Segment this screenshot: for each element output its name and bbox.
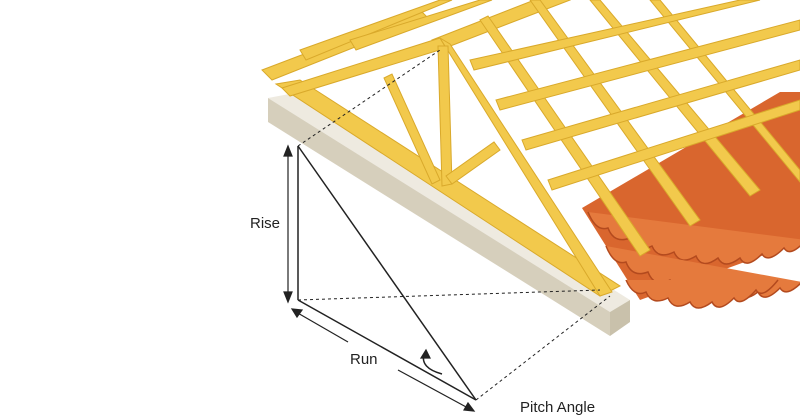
pitch-triangle [297, 145, 477, 401]
run-arrow-line-right [397, 369, 469, 409]
tile-row-1 [587, 211, 800, 265]
gable-rafter-right [439, 37, 613, 297]
purlin-2 [349, 0, 493, 51]
pitch-angle-label: Pitch Angle [520, 399, 595, 416]
run-arrow-head-left [290, 308, 304, 319]
batten-4 [547, 99, 800, 191]
run-arrow-line-left [295, 311, 349, 343]
base-projection [297, 289, 601, 301]
king-post [437, 45, 453, 187]
rise-arrow-head-bottom [283, 291, 293, 304]
strut-left [383, 73, 441, 185]
run-side [297, 299, 477, 401]
batten-1 [469, 0, 761, 71]
rise-projection [297, 49, 441, 147]
pitch-projection [475, 295, 611, 401]
projection-lines [297, 49, 611, 401]
run-label: Run [350, 351, 378, 368]
angle-arrow-head [419, 348, 431, 359]
batten-2 [495, 19, 800, 111]
wall-front-face [268, 98, 610, 336]
timber-frame [261, 0, 800, 297]
wall-right-face [610, 300, 630, 336]
dimension-arrows [283, 144, 476, 412]
batten-3 [521, 59, 800, 151]
run-arrow-head-right [463, 401, 476, 412]
purlin-1 [299, 0, 453, 61]
hypotenuse [297, 145, 477, 401]
tile-row-3 [625, 279, 779, 309]
rise-label: Rise [250, 215, 280, 232]
eave-beam [274, 79, 622, 297]
strut-right [445, 141, 501, 185]
rise-arrow-head-top [283, 144, 293, 157]
